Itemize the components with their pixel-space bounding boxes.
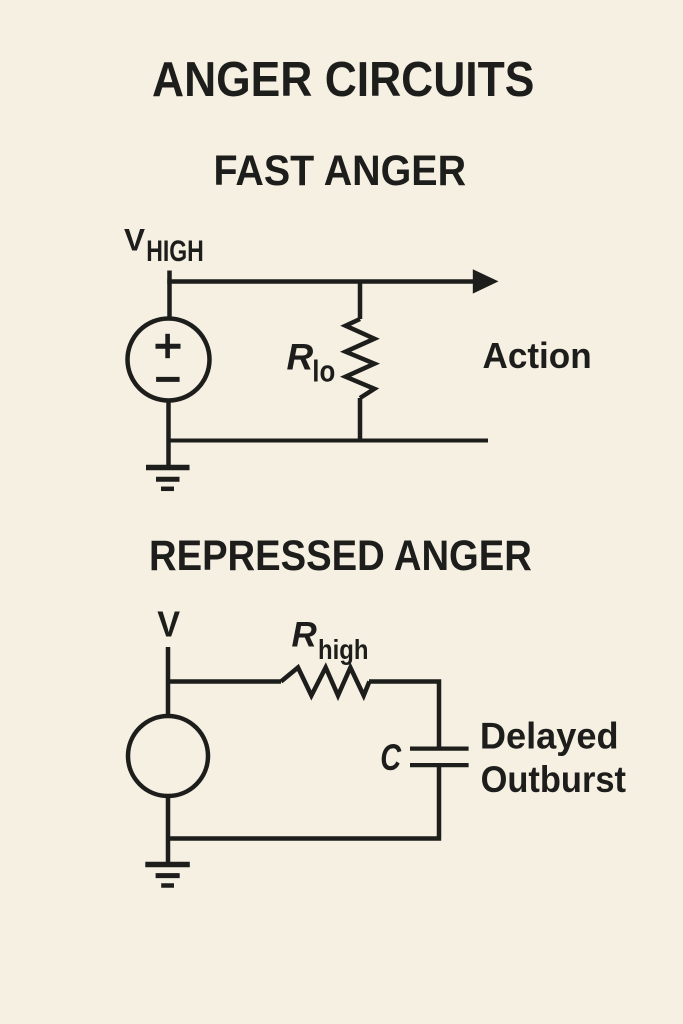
svg-text:Action: Action [483,336,592,377]
svg-text:Delayed: Delayed [480,715,619,756]
svg-text:FAST ANGER: FAST ANGER [214,147,467,195]
svg-text:R: R [287,336,314,377]
svg-text:R: R [292,616,318,655]
svg-text:ANGER CIRCUITS: ANGER CIRCUITS [152,52,534,106]
svg-text:REPRESSED ANGER: REPRESSED ANGER [149,531,532,580]
svg-text:Outburst: Outburst [481,759,626,800]
svg-text:high: high [318,633,368,665]
svg-text:lo: lo [312,354,335,389]
svg-text:V: V [157,605,180,645]
svg-text:C: C [380,738,402,779]
svg-text:V: V [124,221,145,257]
svg-text:HIGH: HIGH [146,234,204,267]
